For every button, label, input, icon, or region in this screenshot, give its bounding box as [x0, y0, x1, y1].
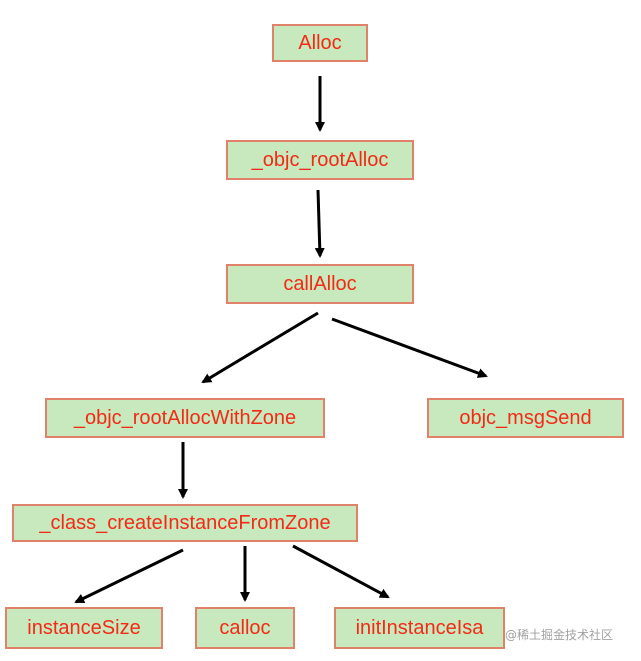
arrow-callalloc-to-msgsend: [331, 317, 488, 378]
arrow-callalloc-to-withzone: [201, 311, 319, 384]
arrow-createinstance-to-initinstanceisa: [292, 544, 390, 599]
node-objc-root-alloc-with-zone: _objc_rootAllocWithZone: [45, 398, 325, 438]
node-init-instance-isa: initInstanceIsa: [334, 607, 505, 649]
node-objc-root-alloc: _objc_rootAlloc: [226, 140, 414, 180]
node-objc-msg-send: objc_msgSend: [427, 398, 624, 438]
node-call-alloc: callAlloc: [226, 264, 414, 304]
arrow-rootalloc-to-callalloc: [314, 189, 325, 258]
node-class-create-instance-from-zone: _class_createInstanceFromZone: [12, 504, 358, 542]
node-instance-size: instanceSize: [5, 607, 163, 649]
arrow-createinstance-to-instancesize: [74, 548, 184, 604]
node-calloc: calloc: [195, 607, 295, 649]
node-alloc: Alloc: [272, 24, 368, 62]
watermark: @稀土掘金技术社区: [505, 628, 614, 642]
